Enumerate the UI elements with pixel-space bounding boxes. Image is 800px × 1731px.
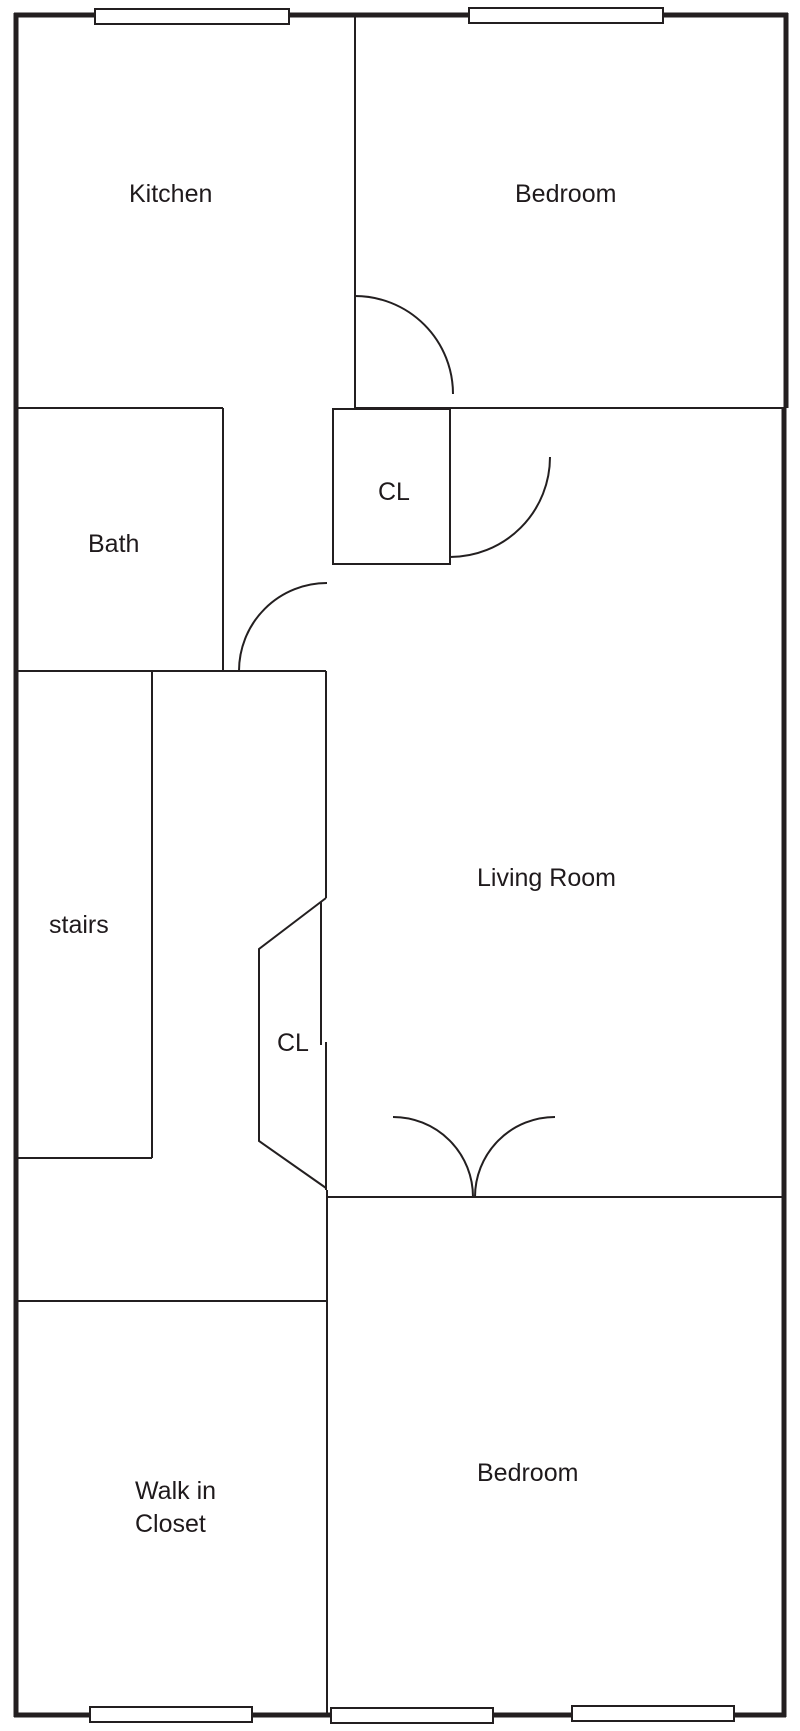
exterior-walls xyxy=(13,12,789,1718)
label-walk-in-closet-line2: Closet xyxy=(135,1510,206,1538)
closet-hall-walls xyxy=(258,897,327,1189)
label-living-room: Living Room xyxy=(477,864,616,892)
door-swings xyxy=(238,295,556,1198)
label-bath: Bath xyxy=(88,530,139,558)
window-bedroom-bottom-left xyxy=(330,1707,494,1724)
door-bedroom-top xyxy=(354,295,454,395)
window-walk-in-closet xyxy=(89,1706,253,1723)
window-kitchen xyxy=(94,8,290,25)
label-kitchen: Kitchen xyxy=(129,180,212,208)
label-bedroom-top: Bedroom xyxy=(515,180,616,208)
closet-hall-outline xyxy=(258,897,327,1189)
label-bedroom-bottom: Bedroom xyxy=(477,1459,578,1487)
windows xyxy=(89,7,735,1724)
door-closet-upper xyxy=(449,456,551,558)
window-bedroom-top xyxy=(468,7,664,24)
room-labels: Kitchen Bedroom Bath CL Living Room stai… xyxy=(49,180,616,1538)
door-bath xyxy=(238,582,328,672)
interior-walls xyxy=(16,15,786,1715)
door-bedroom-bottom-right xyxy=(474,1116,556,1198)
label-closet-upper: CL xyxy=(378,478,410,506)
label-closet-hall: CL xyxy=(277,1029,309,1057)
door-bedroom-bottom-left xyxy=(392,1116,474,1198)
window-bedroom-bottom-right xyxy=(571,1705,735,1722)
closet-upper-box xyxy=(332,408,451,565)
label-stairs: stairs xyxy=(49,911,109,939)
label-walk-in-closet-line1: Walk in xyxy=(135,1477,216,1505)
